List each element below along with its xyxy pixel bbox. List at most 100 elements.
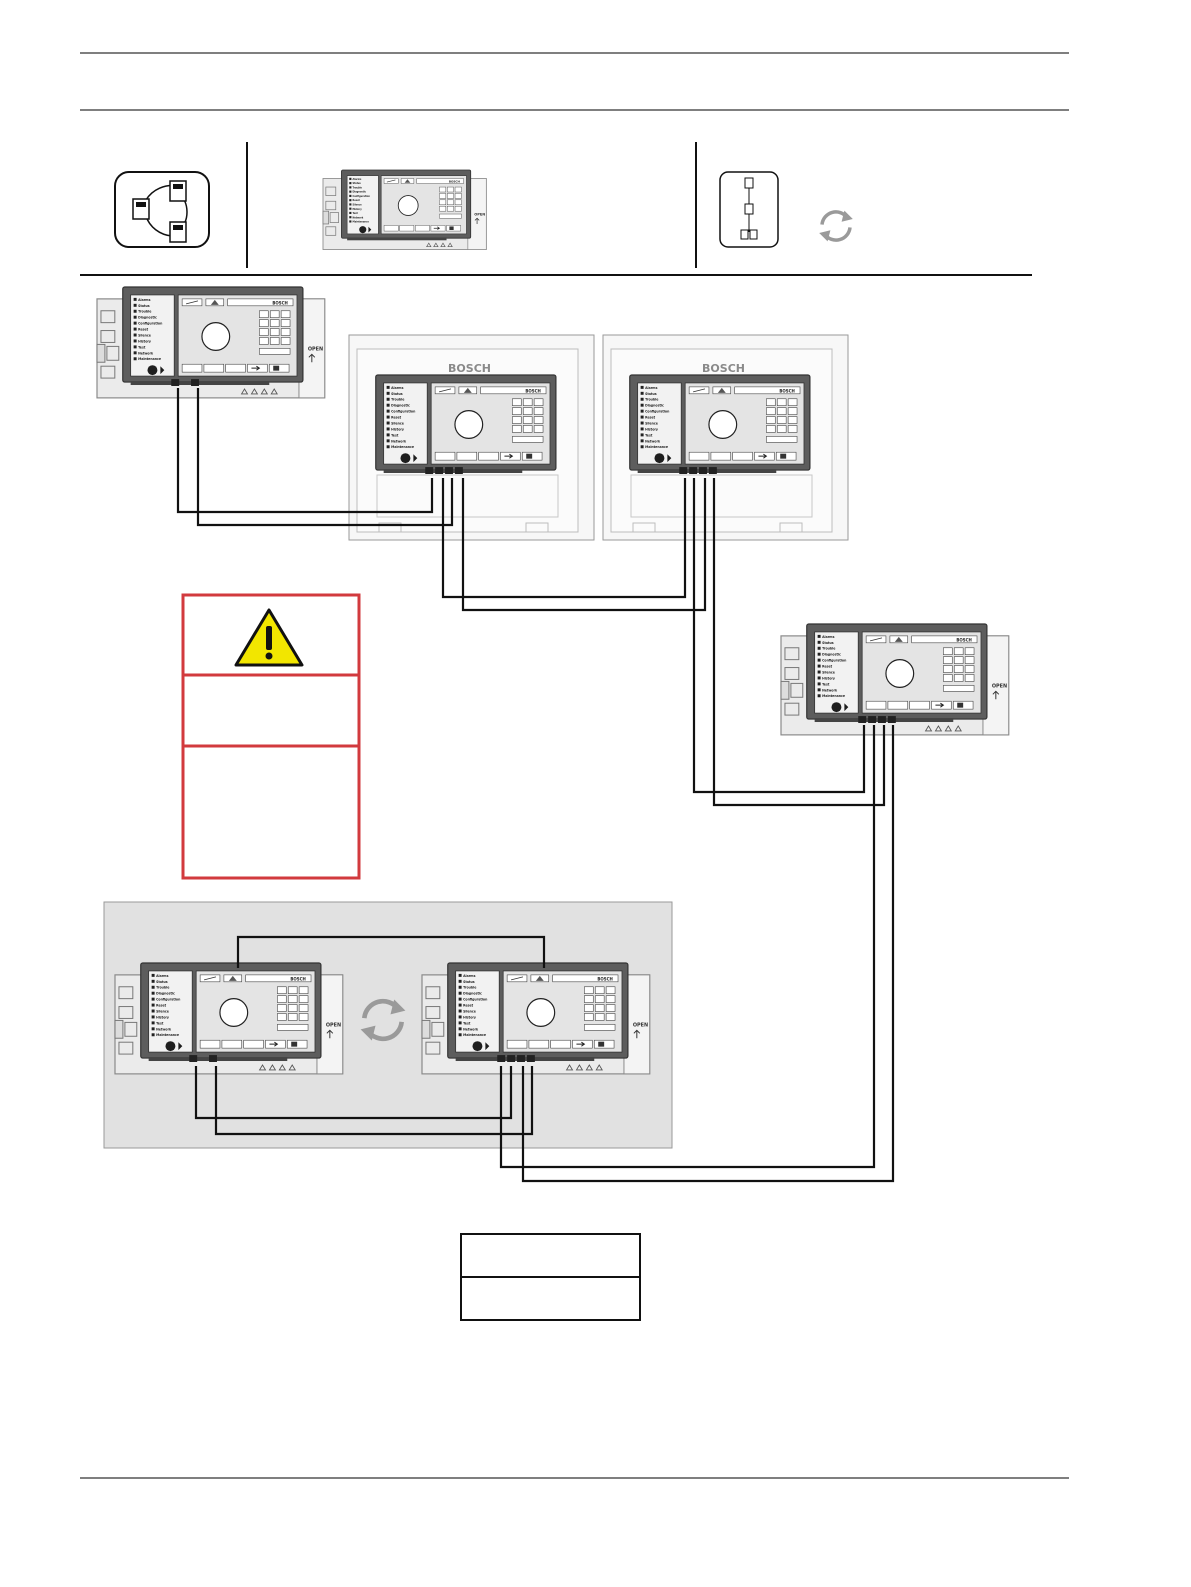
keypad-key — [766, 398, 776, 406]
keypad-key — [953, 674, 964, 682]
menu-bullet — [640, 391, 644, 395]
menu-bullet — [640, 421, 644, 425]
keypad-key — [298, 1013, 309, 1021]
menu-line: Status — [645, 392, 657, 396]
mount-slot — [425, 986, 441, 1000]
warning-box — [181, 593, 361, 880]
keypad-key — [259, 337, 269, 345]
soft-key — [434, 451, 456, 461]
soft-key — [887, 700, 909, 710]
wire-e-1 — [236, 935, 546, 968]
network-topology-icon — [114, 171, 210, 248]
keypad-key — [776, 425, 787, 433]
keypad-key — [594, 1013, 605, 1021]
menu-line: Test — [138, 345, 146, 349]
enclosure-brand-label: BOSCH — [448, 362, 491, 375]
menu-line: History — [156, 1015, 169, 1019]
keypad-key — [787, 398, 798, 406]
key-switch — [359, 226, 367, 234]
keypad-key — [287, 995, 298, 1003]
menu-line: Maintenance — [822, 694, 845, 698]
menu-icon — [526, 453, 533, 459]
keypad-key — [287, 986, 298, 994]
menu-line: Alarms — [822, 635, 834, 639]
menu-bullet — [817, 670, 821, 674]
menu-line: Diagnostic — [391, 404, 410, 408]
menu-bullet — [817, 634, 821, 638]
connector-block — [708, 467, 717, 474]
menu-bullet — [640, 409, 644, 413]
plate-clip — [322, 210, 330, 225]
keypad-key — [943, 656, 953, 664]
home-icon — [210, 299, 219, 305]
keypad-key — [269, 328, 280, 336]
menu-line: History — [138, 339, 151, 343]
menu-bullet — [386, 445, 390, 449]
menu-line: Test — [822, 682, 830, 686]
terminal-icon — [954, 725, 962, 732]
menu-line: Maintenance — [645, 445, 668, 449]
home-icon — [535, 975, 544, 981]
menu-bullet — [133, 351, 137, 355]
soft-key — [732, 451, 753, 461]
keypad-enter — [584, 1024, 616, 1031]
connector-block — [887, 716, 896, 723]
keypad-key — [280, 328, 291, 336]
soft-key — [199, 1039, 221, 1049]
connector-block — [189, 1055, 198, 1062]
menu-line: Silence — [138, 334, 151, 338]
terminal-icon — [288, 1064, 296, 1071]
open-arrow-icon — [326, 1029, 334, 1039]
menu-line: Test — [645, 433, 653, 437]
enclosure-latch — [525, 522, 549, 533]
menu-line: Trouble — [352, 186, 362, 189]
menu-line: Diagnostic — [463, 992, 482, 996]
keypad-key — [605, 995, 616, 1003]
menu-bullet — [349, 203, 352, 206]
menu-line: History — [463, 1015, 476, 1019]
menu-bullet — [817, 658, 821, 662]
menu-bullet — [640, 445, 644, 449]
menu-line: Reset — [138, 328, 149, 332]
pencil-icon — [204, 976, 217, 981]
keypad-key — [277, 995, 287, 1003]
redundancy-icon — [719, 171, 779, 248]
keypad-enter — [512, 436, 544, 443]
open-label: OPEN — [308, 346, 323, 352]
menu-line: Status — [352, 182, 361, 185]
soft-key — [506, 1039, 528, 1049]
mount-slot — [425, 1006, 441, 1019]
key-switch — [147, 365, 158, 376]
keypad-key — [594, 1004, 605, 1012]
sync-icon — [817, 208, 855, 244]
menu-panel — [346, 175, 379, 235]
screen-brand-label: BOSCH — [597, 976, 612, 981]
enclosure-lower-bay — [376, 474, 559, 518]
keypad-key — [584, 995, 594, 1003]
soft-key — [383, 225, 399, 232]
panel-enclosure-left: AlarmsStatusTroubleDiagnosticConfigurati… — [375, 374, 557, 474]
menu-bullet — [133, 327, 137, 331]
keypad-enter — [259, 348, 291, 355]
menu-line: Trouble — [822, 647, 835, 651]
keypad-key — [953, 647, 964, 655]
menu-bullet — [133, 357, 137, 361]
mount-slot — [784, 702, 800, 716]
soft-key — [521, 451, 543, 461]
menu-line: Diagnostic — [138, 316, 157, 320]
mount-slot — [329, 212, 339, 223]
mount-slot — [790, 682, 804, 698]
menu-line: Maintenance — [138, 357, 161, 361]
connector-strip — [347, 237, 447, 241]
keypad-key — [776, 407, 787, 415]
terminal-icon — [433, 242, 439, 247]
menu-bullet — [349, 199, 352, 202]
panel-enclosure-right: AlarmsStatusTroubleDiagnosticConfigurati… — [629, 374, 811, 474]
menu-line: Silence — [645, 422, 658, 426]
keypad-key — [964, 647, 975, 655]
plate-clip — [421, 1019, 431, 1039]
terminal-icon — [575, 1064, 584, 1071]
keypad-key — [522, 398, 533, 406]
menu-line: Network — [645, 439, 661, 443]
screen-brand-label: BOSCH — [272, 300, 287, 305]
